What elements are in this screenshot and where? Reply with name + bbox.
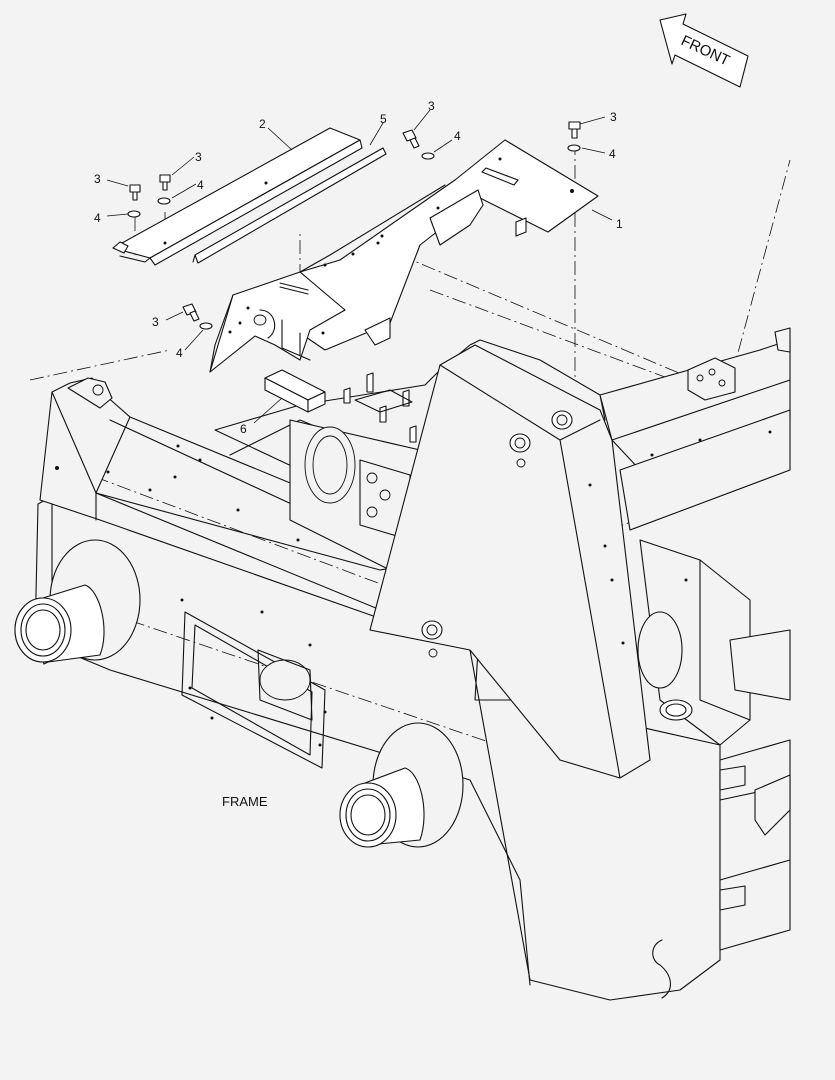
bolt-b [159, 174, 171, 191]
leader-lines [106, 109, 613, 424]
front-direction-arrow: FRONT [659, 13, 749, 88]
washer-a [127, 210, 141, 218]
frame: FRAME [14, 327, 791, 1001]
callout-4: 4 [609, 147, 616, 161]
washer-b [157, 197, 171, 205]
callout-2: 2 [259, 117, 266, 131]
washer-c [421, 152, 435, 160]
frame-left-pivot-boss [14, 539, 141, 663]
washer-e [199, 322, 213, 330]
frame-fastener-holes [55, 430, 772, 747]
hardware-bolts-and-washers [127, 121, 581, 330]
callout-3: 3 [195, 150, 202, 164]
callout-6: 6 [240, 422, 247, 436]
bolt-e [182, 303, 200, 322]
callout-5: 5 [380, 112, 387, 126]
bolt-d [568, 121, 581, 139]
bolt-a [129, 184, 141, 201]
part-1-mounting-bracket [209, 139, 599, 373]
callout-3: 3 [152, 315, 159, 329]
callout-3: 3 [428, 99, 435, 113]
callout-4: 4 [176, 346, 183, 360]
frame-tie-down-hook [652, 939, 671, 999]
callout-4: 4 [94, 211, 101, 225]
frame-right-pivot-boss [637, 611, 693, 721]
callout-3: 3 [94, 172, 101, 186]
part-6-spacer-block [264, 369, 326, 413]
frame-label: FRAME [222, 794, 268, 809]
callout-3: 3 [610, 110, 617, 124]
washer-d [567, 144, 581, 152]
part-5-strip [192, 147, 387, 264]
bracket-flange [209, 271, 346, 373]
front-arrow-shape [659, 13, 749, 88]
callout-1: 1 [616, 217, 623, 231]
bolt-c [402, 129, 420, 149]
frame-tower-plate [369, 344, 651, 779]
part-2-angle-bracket [112, 127, 363, 266]
callout-4: 4 [454, 129, 461, 143]
frame-center-pivot-boss [339, 722, 464, 848]
callout-4: 4 [197, 178, 204, 192]
callout-numbers: 1 2 3 3 3 3 3 4 4 4 4 4 5 6 [94, 99, 623, 436]
